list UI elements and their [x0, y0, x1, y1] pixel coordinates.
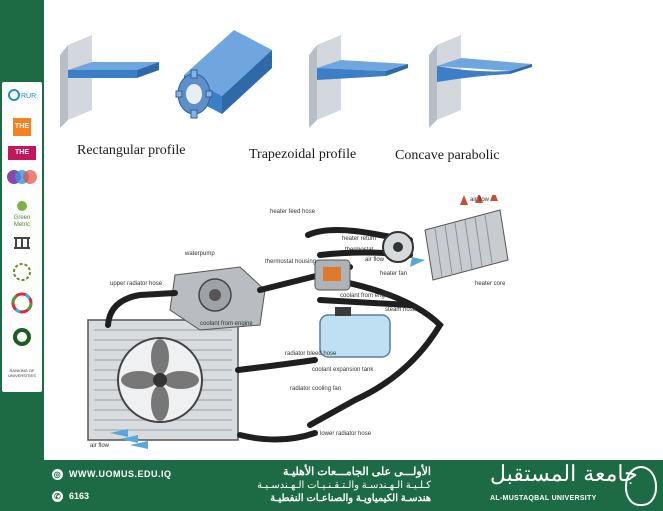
arabic-line-1: الأولـــى على الجامـــعات الأهليـة — [282, 466, 431, 478]
multirank-logo — [6, 168, 38, 189]
ministry-logo — [6, 234, 38, 253]
university-name-english: AL-MUSTAQBAL UNIVERSITY — [490, 495, 597, 502]
the-logo: THE — [6, 118, 38, 136]
label-heater-fan: heater fan — [380, 271, 407, 277]
arabic-line-2: كـلـيـة الـهـندسـة والـتـقـنـيـات الـهـن… — [257, 480, 431, 491]
heater-core — [424, 209, 509, 281]
label-coolant-expansion-tank: coolant expansion tank — [312, 367, 374, 373]
phone-text: 6163 — [69, 491, 90, 501]
air-flow-arrows-bottom — [110, 429, 148, 449]
ranking-logos-strip: RUR THE THE Green Metric RANKING OF UNIV… — [2, 82, 42, 392]
waterpump — [169, 266, 266, 331]
label-heater-core: heater core — [475, 281, 506, 287]
greenmetric-logo: Green Metric — [6, 200, 38, 229]
label-coolant-from-engine-right: coolant from engine — [340, 293, 393, 299]
label-air-flow-bottom: air flow — [90, 443, 110, 449]
finned-tube-icon — [175, 30, 272, 119]
slide-content: Rectangular profile Trapezoidal profile … — [44, 0, 663, 460]
concave-fin-icon — [429, 35, 532, 128]
arab-logo — [6, 326, 38, 351]
sdg-logo — [6, 292, 38, 317]
label-thermostat: thermostat — [345, 247, 374, 253]
the-impact-logo: THE — [6, 146, 38, 160]
label-radiator-bleed-hose: radiator bleed hose — [285, 351, 337, 357]
university-crest-icon — [625, 466, 657, 506]
trapezoidal-profile-label: Trapezoidal profile — [249, 147, 357, 162]
label-waterpump: waterpump — [184, 251, 215, 257]
heater-fan — [382, 231, 414, 263]
coolant-expansion-tank — [319, 307, 391, 358]
thermostat-housing — [314, 259, 351, 291]
globe-icon: ◎ — [52, 469, 63, 481]
arabic-line-3: هندسـة الكيمياويـة والصناعـات النفطيـة — [270, 493, 431, 504]
label-steam-hose: steam hose — [385, 307, 417, 313]
website-link[interactable]: ◎ WWW.UOMUS.EDU.IQ — [52, 469, 172, 481]
rectangular-profile-label: Rectangular profile — [77, 143, 186, 158]
university-name-arabic: جامعة المستقبل — [490, 462, 638, 487]
label-upper-radiator-hose: upper radiator hose — [110, 281, 163, 287]
cooling-system-diagram: heater feed hose air flow heater return … — [87, 195, 509, 449]
left-sidebar: RUR THE THE Green Metric RANKING OF UNIV… — [0, 0, 44, 460]
phone-icon: ✆ — [52, 491, 63, 503]
website-text: WWW.UOMUS.EDU.IQ — [69, 469, 172, 479]
svg-text:RUR: RUR — [21, 93, 36, 100]
laurel-logo — [6, 262, 38, 285]
air-flow-arrows-top — [460, 195, 498, 205]
label-heater-return: heater return — [342, 236, 376, 242]
label-thermostat-housing: thermostat housing — [265, 259, 316, 265]
phone-number[interactable]: ✆ 6163 — [52, 491, 90, 503]
ranking-logo: RANKING OF UNIVERSITIES — [8, 368, 36, 378]
label-radiator-cooling-fan: radiator cooling fan — [290, 386, 341, 392]
trapezoidal-fin-icon — [309, 35, 408, 128]
label-coolant-from-engine-left: coolant from engine — [200, 321, 253, 327]
air-flow-arrows-mid — [410, 257, 425, 267]
radiator — [87, 319, 239, 441]
concave-parabolic-label: Concave parabolic — [395, 148, 500, 163]
label-heater-feed-hose: heater feed hose — [270, 209, 316, 215]
fin-profiles-figure — [60, 30, 532, 128]
label-lower-radiator-hose: lower radiator hose — [320, 431, 372, 437]
rur-logo: RUR — [6, 88, 38, 105]
rectangular-fin-icon — [60, 35, 159, 128]
label-air-flow-mid: air flow — [365, 257, 385, 263]
label-air-flow-top: air flow — [470, 197, 490, 203]
footer-bar: ◎ WWW.UOMUS.EDU.IQ ✆ 6163 الأولـــى على ال… — [0, 460, 663, 511]
